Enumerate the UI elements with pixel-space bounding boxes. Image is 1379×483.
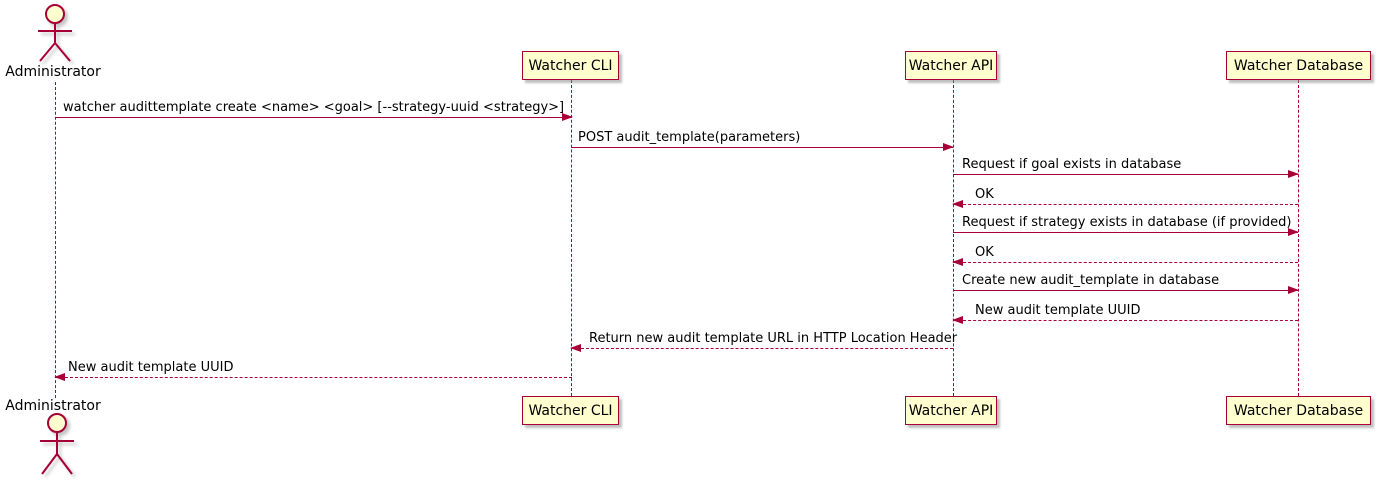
- message-request-goal: Request if goal exists in database: [953, 157, 1299, 178]
- message-arrow: [952, 200, 1298, 208]
- lifeline-watcher-api: [953, 80, 954, 396]
- administrator-label-top: Administrator: [5, 64, 101, 80]
- message-label: New audit template UUID: [68, 360, 234, 375]
- message-label: OK: [975, 187, 994, 202]
- administrator-actor-icon-bottom: [40, 413, 74, 475]
- message-arrow: [571, 143, 954, 151]
- message-new-uuid-admin: New audit template UUID: [54, 360, 572, 381]
- message-arrow: [54, 373, 572, 381]
- message-label: Create new audit_template in database: [962, 273, 1220, 288]
- message-arrow: [952, 258, 1298, 266]
- participant-watcher-cli-top: Watcher CLI: [522, 51, 619, 80]
- message-new-uuid-db: New audit template UUID: [952, 303, 1298, 324]
- message-arrow: [953, 170, 1299, 178]
- message-label: Return new audit template URL in HTTP Lo…: [589, 331, 958, 346]
- message-cli-create: watcher audittemplate create <name> <goa…: [55, 100, 573, 121]
- message-ok-strategy: OK: [952, 245, 1298, 266]
- participant-watcher-database-bottom: Watcher Database: [1226, 396, 1371, 425]
- participant-watcher-api-top: Watcher API: [905, 51, 997, 80]
- lifeline-watcher-cli: [571, 80, 572, 396]
- message-label: OK: [975, 245, 994, 260]
- message-arrow: [953, 228, 1299, 236]
- message-label: Request if goal exists in database: [962, 157, 1182, 172]
- participant-watcher-database-top: Watcher Database: [1226, 51, 1371, 80]
- message-label: POST audit_template(parameters): [578, 130, 801, 145]
- message-label: Request if strategy exists in database (…: [962, 215, 1292, 230]
- message-post-audit-template: POST audit_template(parameters): [571, 130, 954, 151]
- message-label: New audit template UUID: [975, 303, 1141, 318]
- participant-watcher-api-bottom: Watcher API: [905, 396, 997, 425]
- administrator-actor-icon: [38, 4, 72, 62]
- message-return-url: Return new audit template URL in HTTP Lo…: [570, 331, 958, 352]
- message-arrow: [953, 286, 1299, 294]
- message-arrow: [55, 113, 573, 121]
- lifeline-watcher-database: [1298, 80, 1299, 396]
- message-arrow: [570, 344, 953, 352]
- lifeline-administrator: [55, 82, 56, 398]
- message-arrow: [952, 316, 1298, 324]
- message-label: watcher audittemplate create <name> <goa…: [63, 100, 565, 115]
- message-ok-goal: OK: [952, 187, 1298, 208]
- administrator-label-bottom: Administrator: [5, 398, 101, 414]
- message-create-audit-template: Create new audit_template in database: [953, 273, 1299, 294]
- message-request-strategy: Request if strategy exists in database (…: [953, 215, 1299, 236]
- participant-watcher-cli-bottom: Watcher CLI: [522, 396, 619, 425]
